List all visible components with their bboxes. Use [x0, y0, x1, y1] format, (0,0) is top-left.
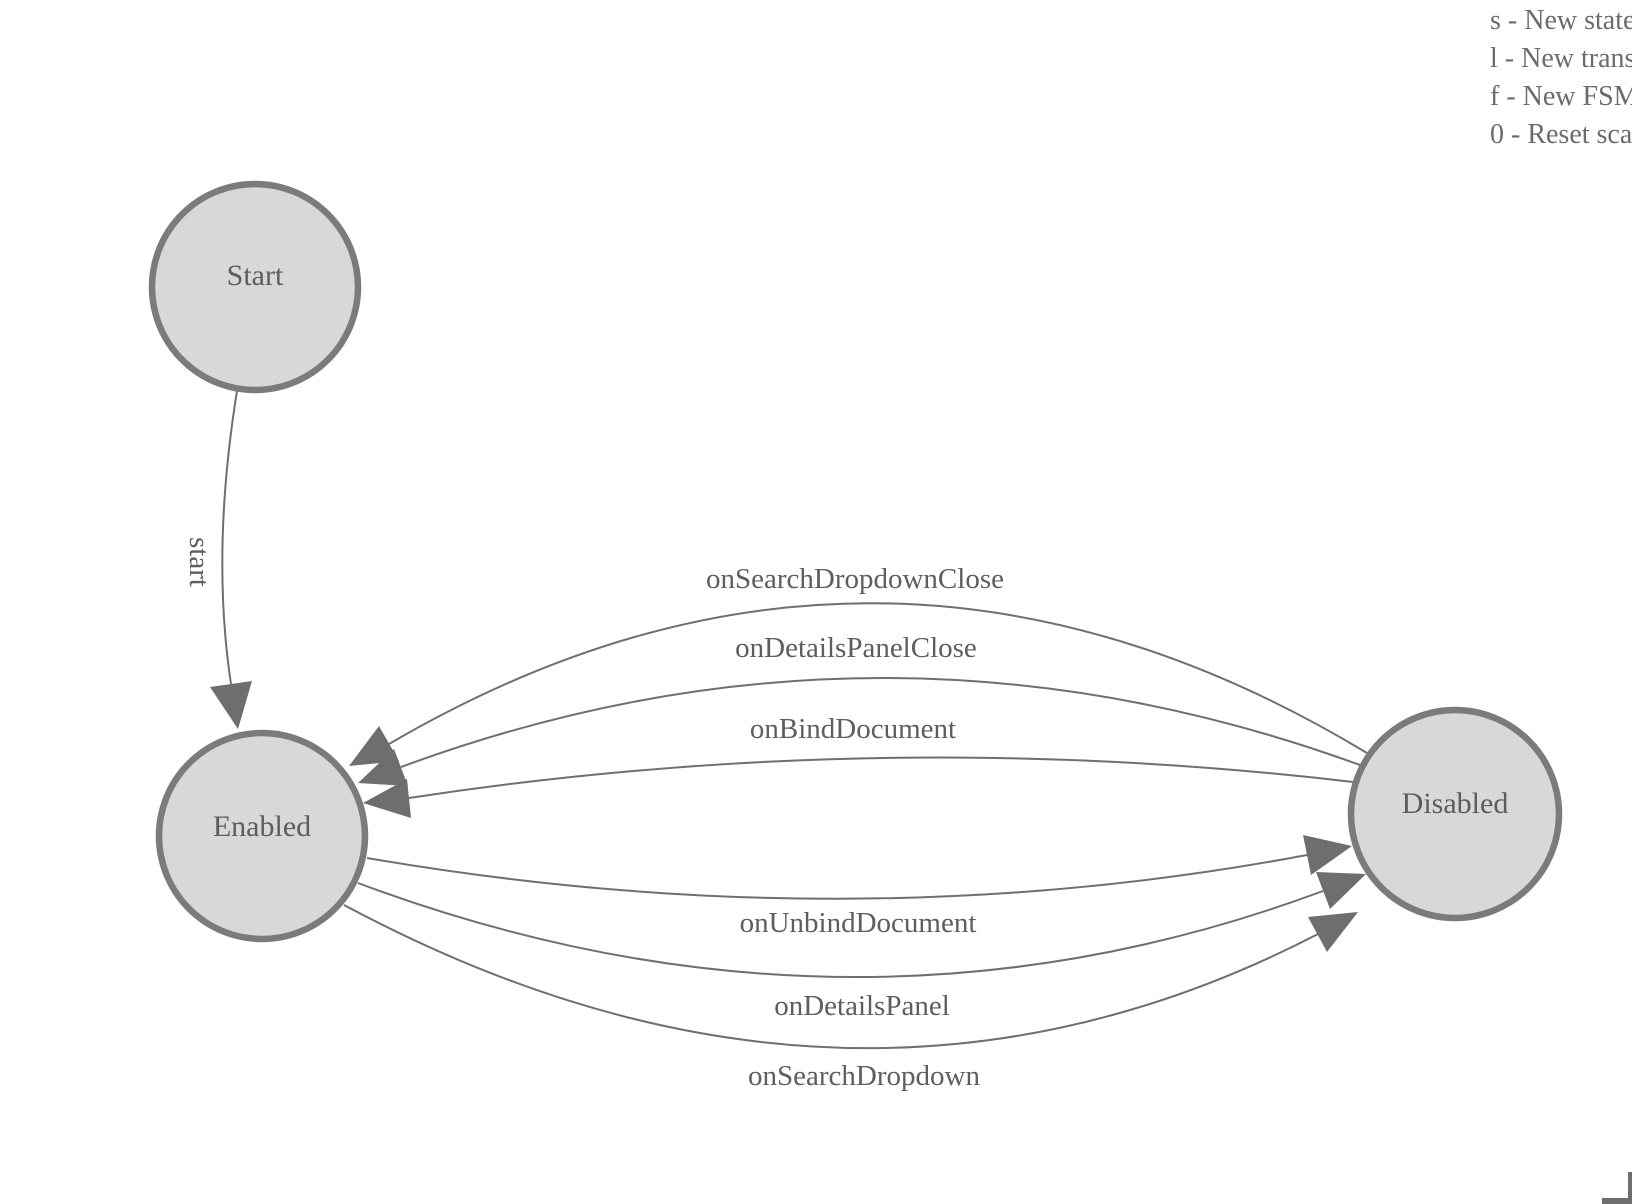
arrowhead-start-to-enabled: [210, 681, 252, 729]
transition-edge-onsearchdropdownclose[interactable]: [388, 602, 1368, 754]
corner-marker-vertical-bar: [1628, 1172, 1632, 1204]
arrowhead-ondetailspanel: [1316, 872, 1366, 909]
legend-item-reset-scale: 0 - Reset scale: [1490, 119, 1632, 150]
transition-edges: [221, 390, 1368, 1050]
state-node-disabled[interactable]: [1347, 706, 1563, 922]
transition-edge-ondetailspanel[interactable]: [357, 882, 1324, 978]
arrowheads: [210, 681, 1366, 952]
arrowhead-ondetailspanelclose: [358, 749, 408, 786]
state-node-enabled[interactable]: [155, 729, 369, 943]
transition-label-onsearchdropdown: onSearchDropdown: [748, 1060, 980, 1092]
transition-label-ondetailspanel: onDetailsPanel: [774, 990, 950, 1022]
arrowhead-onsearchdropdown: [1308, 912, 1358, 952]
arrowhead-onbinddocument: [363, 779, 411, 818]
transition-edge-onsearchdropdown[interactable]: [343, 904, 1319, 1050]
transition-edge-onunbinddocument[interactable]: [366, 854, 1308, 900]
state-node-start[interactable]: [148, 180, 362, 394]
state-label-start: Start: [227, 259, 284, 292]
state-nodes: Start Enabled Disabled: [148, 180, 1563, 943]
shortcut-legend: s - New state l - New transition f - New…: [1490, 5, 1632, 150]
transition-label-onunbinddocument: onUnbindDocument: [740, 907, 977, 939]
legend-item-new-state: s - New state: [1490, 5, 1632, 36]
transition-edge-start[interactable]: [221, 390, 238, 685]
corner-marker-horizontal-bar: [1602, 1198, 1632, 1204]
transition-label-onbinddocument: onBindDocument: [750, 713, 956, 745]
transition-edge-onbinddocument[interactable]: [408, 756, 1354, 799]
arrowhead-onunbinddocument: [1303, 835, 1352, 875]
arrowhead-onsearchdropdownclose: [349, 726, 399, 766]
state-label-enabled: Enabled: [213, 810, 311, 843]
transition-label-ondetailspanelclose: onDetailsPanelClose: [735, 632, 977, 664]
legend-item-new-fsm: f - New FSM: [1490, 81, 1632, 112]
transition-labels: start onSearchDropdownClose onDetailsPan…: [183, 537, 1004, 1092]
state-label-disabled: Disabled: [1402, 787, 1509, 820]
canvas-corner-marker: [1602, 1172, 1632, 1204]
transition-label-onsearchdropdownclose: onSearchDropdownClose: [706, 563, 1004, 595]
legend-item-new-transition: l - New transition: [1490, 43, 1632, 74]
transition-label-start: start: [183, 537, 215, 587]
transition-edge-ondetailspanelclose[interactable]: [400, 677, 1361, 768]
